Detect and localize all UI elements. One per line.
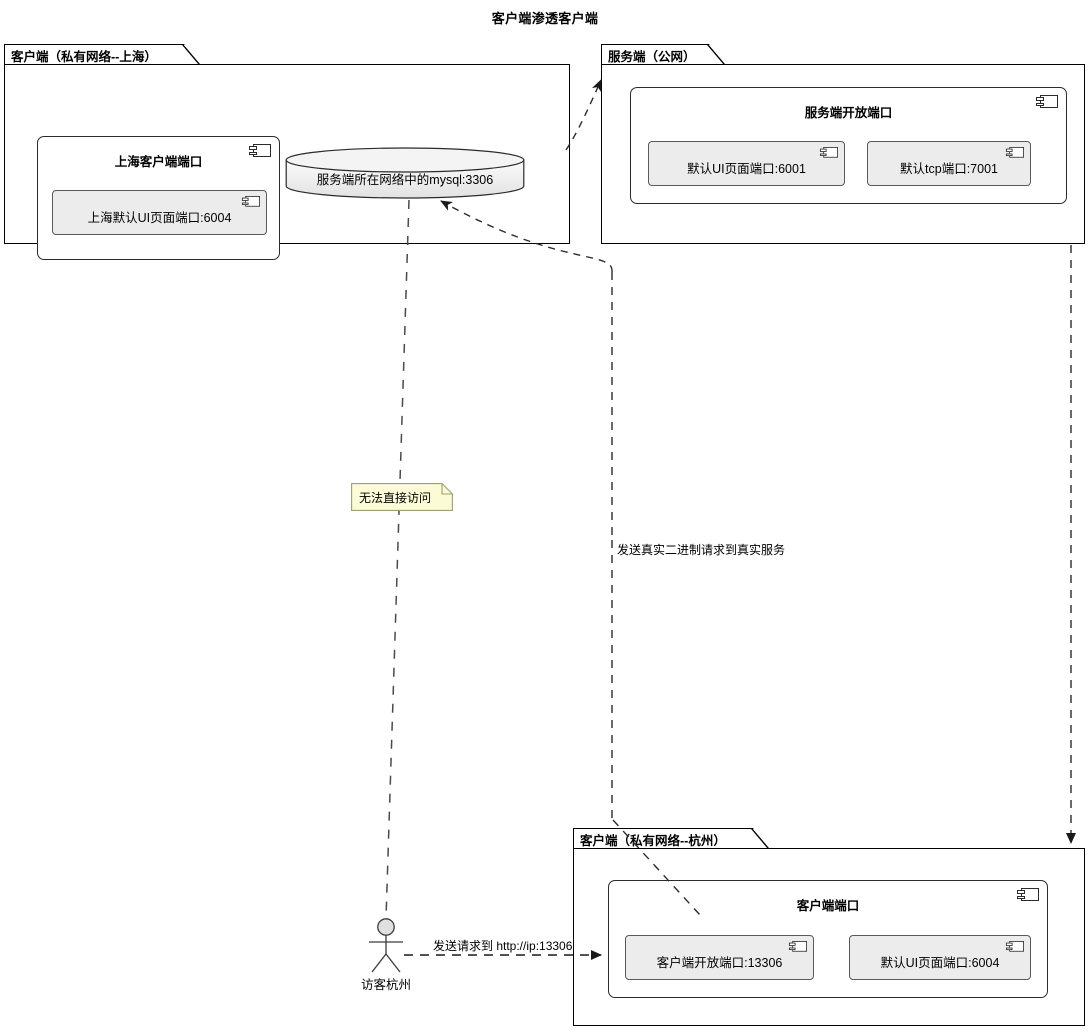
actor-figure-icon (369, 918, 403, 973)
edge-shanghai-to-server (565, 79, 602, 151)
port-label-server-tcp-port: 默认tcp端口:7001 (900, 162, 998, 176)
package-label-client-shanghai: 客户端（私有网络--上海） (11, 49, 157, 64)
component-client-port[interactable]: 客户端端口 客户端开放端口:13306 默认UI页面端口:6004 (608, 880, 1048, 998)
port-client-open-port[interactable]: 客户端开放端口:13306 (625, 935, 814, 980)
package-label-server-public: 服务端（公网） (608, 49, 696, 64)
package-label-client-hangzhou: 客户端（私有网络--杭州） (580, 833, 726, 848)
component-server-open-port[interactable]: 服务端开放端口 默认UI页面端口:6001 默认tcp端口:7001 (630, 87, 1067, 204)
port-shanghai-ui-port[interactable]: 上海默认UI页面端口:6004 (52, 190, 267, 235)
port-label-client-open-port: 客户端开放端口:13306 (656, 956, 783, 970)
port-server-tcp-port[interactable]: 默认tcp端口:7001 (867, 141, 1031, 186)
database-label-server-network-mysql: 服务端所在网络中的mysql:3306 (316, 173, 494, 187)
package-client-shanghai[interactable]: 客户端（私有网络--上海） 上海客户端端口 上海默认UI页面端口:6004 (4, 44, 570, 260)
database-server-network-mysql[interactable]: 服务端所在网络中的mysql:3306 (285, 147, 525, 199)
component-title-shanghai-client-port: 上海客户端端口 (114, 155, 203, 169)
edge-label-binary-request: 发送真实二进制请求到真实服务 (617, 543, 786, 557)
component-icon (788, 941, 807, 952)
port-label-shanghai-ui-port: 上海默认UI页面端口:6004 (87, 211, 232, 225)
package-tab-client-hangzhou: 客户端（私有网络--杭州） (573, 828, 769, 849)
package-client-hangzhou[interactable]: 客户端（私有网络--杭州） 客户端端口 客户端开放端口:13306 默认UI页面… (573, 828, 1085, 1026)
database-shape (285, 147, 525, 199)
component-icon (241, 196, 260, 207)
actor-visitor-hangzhou[interactable]: 访客杭州 (357, 918, 415, 998)
component-shanghai-client-port[interactable]: 上海客户端端口 上海默认UI页面端口:6004 (37, 136, 280, 260)
component-icon (819, 147, 838, 158)
component-title-server-open-port: 服务端开放端口 (804, 106, 893, 120)
package-tab-server-public: 服务端（公网） (601, 44, 725, 65)
port-label-server-ui-port: 默认UI页面端口:6001 (687, 162, 806, 176)
package-server-public[interactable]: 服务端（公网） 服务端开放端口 默认UI页面端口:6001 默认tcp端口:70… (601, 44, 1085, 244)
actor-label-visitor-hangzhou: 访客杭州 (360, 978, 412, 992)
edge-label-visitor-request: 发送请求到 http://ip:13306 (432, 937, 574, 954)
note-shape (351, 483, 453, 511)
package-tab-client-shanghai: 客户端（私有网络--上海） (4, 44, 200, 65)
component-icon (1017, 888, 1039, 901)
port-server-ui-port[interactable]: 默认UI页面端口:6001 (648, 141, 845, 186)
port-hangzhou-ui-port[interactable]: 默认UI页面端口:6004 (849, 935, 1031, 980)
component-icon (1036, 95, 1058, 108)
edge-mysql-to-visitor (385, 199, 410, 919)
component-icon (1005, 147, 1024, 158)
note-text-no-direct-access: 无法直接访问 (359, 491, 432, 505)
diagram-title: 客户端渗透客户端 (491, 11, 599, 26)
edge-server-to-client-open-port (611, 272, 701, 916)
component-title-client-port: 客户端端口 (796, 899, 860, 913)
component-icon (1005, 941, 1024, 952)
note-no-direct-access[interactable]: 无法直接访问 (351, 483, 453, 511)
component-icon (249, 144, 271, 157)
port-label-hangzhou-ui-port: 默认UI页面端口:6004 (880, 956, 1000, 970)
